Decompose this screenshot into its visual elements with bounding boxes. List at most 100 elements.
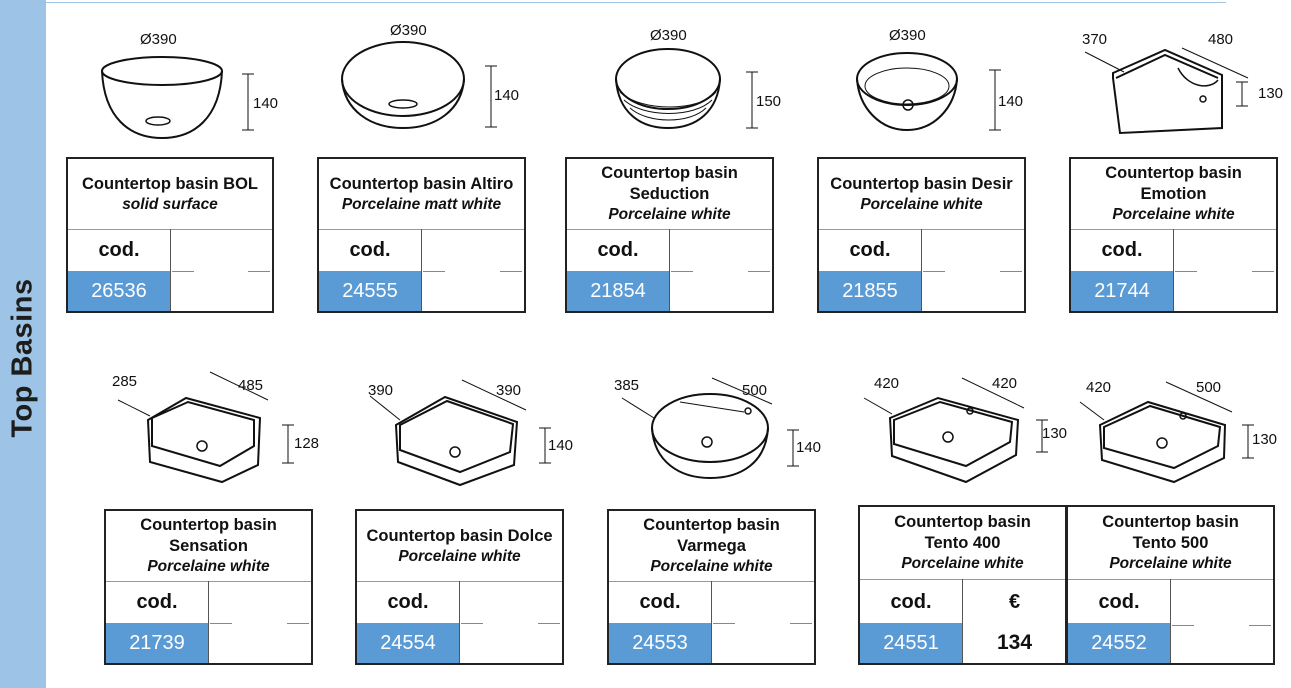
- product-material: Porcelaine white: [608, 206, 731, 223]
- divider-dash: [790, 623, 812, 624]
- product-title: Countertop basin Tento 500: [1102, 513, 1239, 552]
- card-header: Countertop basin Varmega Porcelaine whit…: [609, 511, 814, 582]
- divider-dash: [500, 271, 522, 272]
- currency-label: €: [1008, 590, 1021, 613]
- product-material: Porcelaine white: [901, 555, 1024, 572]
- product-title: Countertop basin Emotion: [1105, 164, 1242, 203]
- top-rule: [46, 2, 1226, 3]
- dim-label: 420: [1086, 379, 1111, 396]
- card-code-grid: cod. 21855: [819, 229, 1024, 311]
- column-divider: [208, 581, 209, 663]
- dim-label: Ø390: [889, 27, 926, 44]
- product-card-altiro: Countertop basin Altiro Porcelaine matt …: [317, 157, 526, 313]
- product-code: 24554: [357, 623, 459, 663]
- card-code-grid: cod. 24553: [609, 581, 814, 663]
- product-code: 24555: [319, 271, 421, 311]
- sidebar: Top Basins: [0, 0, 46, 688]
- product-material: Porcelaine matt white: [341, 195, 502, 213]
- column-divider: [921, 229, 922, 311]
- dim-label: 390: [496, 382, 521, 399]
- product-title: Countertop basin Tento 400: [894, 513, 1031, 552]
- cod-label: cod.: [890, 590, 932, 613]
- product-card-bol: Countertop basin BOL solid surface cod. …: [66, 157, 274, 313]
- dim-label: 500: [742, 382, 767, 399]
- cod-label: cod.: [849, 238, 891, 261]
- divider-dash: [1172, 625, 1194, 626]
- basin-drawing-emotion: [1084, 47, 1249, 135]
- product-title: Countertop basin Varmega: [643, 516, 780, 555]
- cod-label: cod.: [1098, 590, 1140, 613]
- product-title: Countertop basin BOL: [82, 174, 258, 193]
- product-material: Porcelaine white: [650, 558, 773, 575]
- divider-dash: [172, 271, 194, 272]
- card-header: Countertop basin Altiro Porcelaine matt …: [319, 159, 524, 230]
- product-card-tento-400: Countertop basin Tento 400 Porcelaine wh…: [858, 505, 1067, 665]
- card-header: Countertop basin Emotion Porcelaine whit…: [1071, 159, 1276, 230]
- card-code-grid: cod. 24552: [1068, 579, 1273, 663]
- column-divider: [962, 579, 963, 663]
- product-material: Porcelaine white: [1112, 206, 1235, 223]
- basin-drawing-dolce: [369, 379, 551, 487]
- card-code-grid: cod. 26536: [68, 229, 272, 311]
- basin-drawing-bol: [101, 56, 254, 140]
- cod-label: cod.: [387, 590, 429, 613]
- product-material: Porcelaine white: [1109, 555, 1232, 572]
- product-code: 24552: [1068, 623, 1170, 663]
- card-code-grid: cod. 21739: [106, 581, 311, 663]
- basin-drawing-varmega: [621, 377, 799, 480]
- card-code-grid: cod. 24555: [319, 229, 524, 311]
- card-header: Countertop basin Seduction Porcelaine wh…: [567, 159, 772, 230]
- divider-dash: [538, 623, 560, 624]
- basin-drawing-desir: [856, 52, 1001, 132]
- card-header: Countertop basin Dolce Porcelaine white: [357, 511, 562, 582]
- product-title: Countertop basin Dolce: [366, 526, 553, 545]
- product-material: Porcelaine white: [147, 558, 270, 575]
- card-code-grid: cod. 21854: [567, 229, 772, 311]
- cod-label: cod.: [98, 238, 140, 261]
- product-title: Countertop basin Sensation: [140, 516, 277, 555]
- dim-label: 140: [253, 95, 278, 112]
- product-code: 21739: [106, 623, 208, 663]
- product-card-emotion: Countertop basin Emotion Porcelaine whit…: [1069, 157, 1278, 313]
- divider-dash: [923, 271, 945, 272]
- dim-label: 128: [294, 435, 319, 452]
- product-code: 21744: [1071, 271, 1173, 311]
- dim-label: 420: [874, 375, 899, 392]
- basin-drawing-sensation: [117, 371, 294, 484]
- column-divider: [421, 229, 422, 311]
- cod-label: cod.: [597, 238, 639, 261]
- product-card-varmega: Countertop basin Varmega Porcelaine whit…: [607, 509, 816, 665]
- product-card-sensation: Countertop basin Sensation Porcelaine wh…: [104, 509, 313, 665]
- cod-label: cod.: [136, 590, 178, 613]
- divider-dash: [423, 271, 445, 272]
- basin-drawing-seduction: [615, 48, 758, 130]
- product-card-tento-500: Countertop basin Tento 500 Porcelaine wh…: [1066, 505, 1275, 665]
- divider-dash: [671, 271, 693, 272]
- card-header: Countertop basin BOL solid surface: [68, 159, 272, 230]
- column-divider: [669, 229, 670, 311]
- dim-label: 500: [1196, 379, 1221, 396]
- product-material: Porcelaine white: [860, 195, 983, 213]
- dim-label: 140: [494, 87, 519, 104]
- basin-drawing-tento-400: [863, 377, 1048, 484]
- product-material: solid surface: [122, 195, 218, 213]
- dim-label: 370: [1082, 31, 1107, 48]
- dim-label: 140: [796, 439, 821, 456]
- column-divider: [1173, 229, 1174, 311]
- divider-dash: [248, 271, 270, 272]
- dim-label: 485: [238, 377, 263, 394]
- product-title: Countertop basin Seduction: [601, 164, 738, 203]
- product-card-desir: Countertop basin Desir Porcelaine white …: [817, 157, 1026, 313]
- card-code-grid: cod. 24554: [357, 581, 562, 663]
- dim-label: 480: [1208, 31, 1233, 48]
- dim-label: Ø390: [650, 27, 687, 44]
- dim-label: 390: [368, 382, 393, 399]
- dim-label: 285: [112, 373, 137, 390]
- dim-label: 130: [1042, 425, 1067, 442]
- product-code: 24553: [609, 623, 711, 663]
- dim-label: 130: [1252, 431, 1277, 448]
- divider-dash: [461, 623, 483, 624]
- dim-label: 140: [998, 93, 1023, 110]
- divider-dash: [748, 271, 770, 272]
- product-code: 21855: [819, 271, 921, 311]
